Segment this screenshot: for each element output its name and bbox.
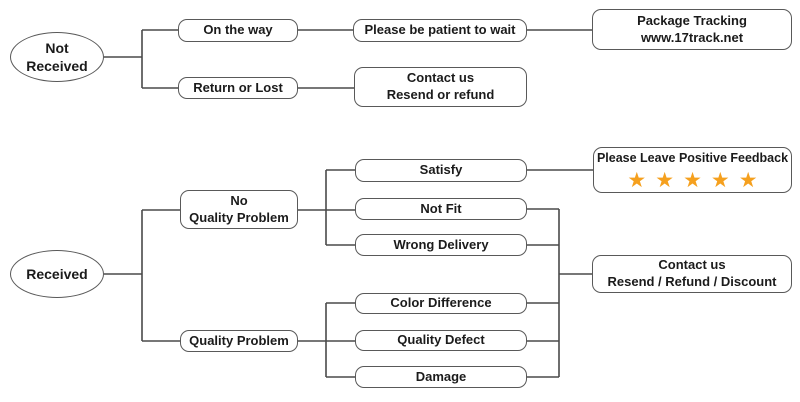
- node-label: Please Leave Positive Feedback: [596, 151, 789, 166]
- node-damage: Damage: [355, 366, 527, 388]
- node-label: Package Tracking: [637, 12, 747, 28]
- node-label: Received: [26, 58, 88, 74]
- node-quality-defect: Quality Defect: [355, 330, 527, 351]
- node-label: Damage: [415, 368, 467, 384]
- node-no-quality-problem: No Quality Problem: [180, 190, 298, 229]
- node-not-received: Not Received: [10, 32, 104, 82]
- node-contact-us-resend-refund-discount: Contact us Resend / Refund / Discount: [592, 255, 792, 293]
- node-label: Please be patient to wait: [364, 22, 516, 38]
- node-label: Received: [26, 265, 88, 282]
- node-contact-us-resend-refund: Contact us Resend or refund: [354, 67, 527, 107]
- node-label: Not Fit: [420, 200, 462, 216]
- node-return-or-lost: Return or Lost: [178, 77, 298, 99]
- node-label: No: [230, 192, 248, 208]
- five-star-rating-icon: ★★★★★: [627, 168, 767, 192]
- node-label: Quality Defect: [397, 332, 485, 348]
- node-label: Resend / Refund / Discount: [607, 274, 777, 289]
- node-label: Return or Lost: [193, 79, 283, 95]
- node-on-the-way: On the way: [178, 19, 298, 42]
- node-label: Color Difference: [390, 295, 492, 311]
- node-label: Wrong Delivery: [393, 236, 489, 252]
- node-not-fit: Not Fit: [355, 198, 527, 220]
- node-label: Contact us: [658, 257, 726, 273]
- node-label: On the way: [203, 22, 273, 38]
- node-label: Contact us: [406, 70, 475, 86]
- node-color-difference: Color Difference: [355, 293, 527, 314]
- node-wrong-delivery: Wrong Delivery: [355, 234, 527, 256]
- node-positive-feedback: Please Leave Positive Feedback ★★★★★: [593, 147, 792, 193]
- node-label: Resend or refund: [386, 87, 495, 102]
- node-label: Not: [45, 39, 69, 56]
- node-received: Received: [10, 250, 104, 298]
- node-satisfy: Satisfy: [355, 159, 527, 182]
- node-label: Quality Problem: [189, 209, 289, 225]
- node-package-tracking: Package Tracking www.17track.net: [592, 9, 792, 50]
- node-quality-problem: Quality Problem: [180, 330, 298, 352]
- node-please-be-patient: Please be patient to wait: [353, 19, 527, 42]
- tracking-url: www.17track.net: [640, 29, 744, 45]
- node-label: Quality Problem: [189, 332, 289, 348]
- node-label: Satisfy: [419, 162, 463, 178]
